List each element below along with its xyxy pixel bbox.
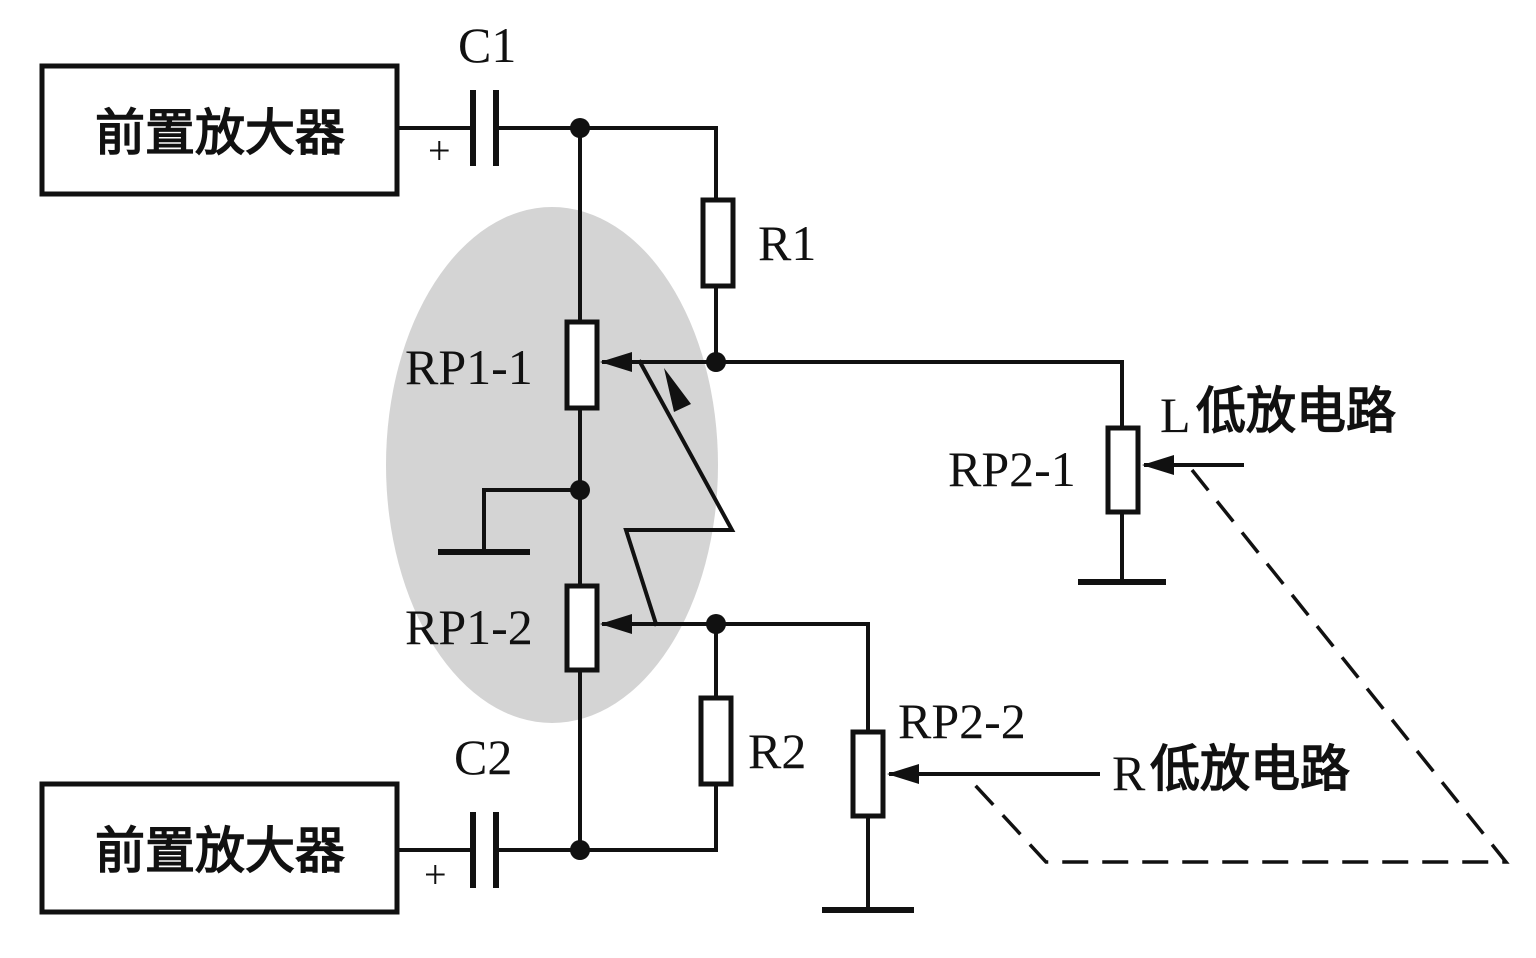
rp1-1-label: RP1-1 xyxy=(405,339,533,395)
preamp-bottom-label: 前置放大器 xyxy=(95,822,346,880)
r1-label: R1 xyxy=(758,215,816,271)
l-out-prefix: L xyxy=(1160,387,1191,443)
c2-plus-sign: + xyxy=(424,852,447,897)
rp2-2-wiper-arrow xyxy=(887,764,919,784)
gang-link-line xyxy=(623,359,736,627)
r-out-label: 低放电路 xyxy=(1150,740,1351,798)
preamp-top-block: 前置放大器 xyxy=(39,63,400,197)
c1-plus-sign: + xyxy=(428,128,451,173)
rp2-2-label: RP2-2 xyxy=(898,693,1026,749)
r2-label: R2 xyxy=(748,723,806,779)
rp2-1-wiper-arrow xyxy=(1142,455,1174,475)
highlight-ellipse xyxy=(386,207,718,723)
gang-link-dashed xyxy=(972,468,1510,864)
capacitor-c2 xyxy=(470,812,499,888)
c1-label: C1 xyxy=(458,17,516,73)
potentiometer-rp1-2 xyxy=(564,583,600,673)
rp2-1-label: RP2-1 xyxy=(948,441,1076,497)
rp1-2-label: RP1-2 xyxy=(405,599,533,655)
potentiometer-rp2-2 xyxy=(850,729,886,819)
potentiometer-rp1-1 xyxy=(564,319,600,411)
potentiometer-rp2-1 xyxy=(1105,425,1141,515)
gang-link-arrow xyxy=(664,368,691,412)
capacitor-c1 xyxy=(470,90,499,166)
rp1-2-wiper-arrow xyxy=(600,614,632,634)
rp1-1-wiper-arrow xyxy=(600,352,632,372)
resistor-r2 xyxy=(698,695,734,787)
l-out-label: 低放电路 xyxy=(1196,382,1397,440)
resistor-r1 xyxy=(700,197,736,289)
r-out-prefix: R xyxy=(1112,745,1146,801)
c2-label: C2 xyxy=(454,729,512,785)
preamp-bottom-block: 前置放大器 xyxy=(39,781,400,915)
preamp-top-label: 前置放大器 xyxy=(95,104,346,162)
